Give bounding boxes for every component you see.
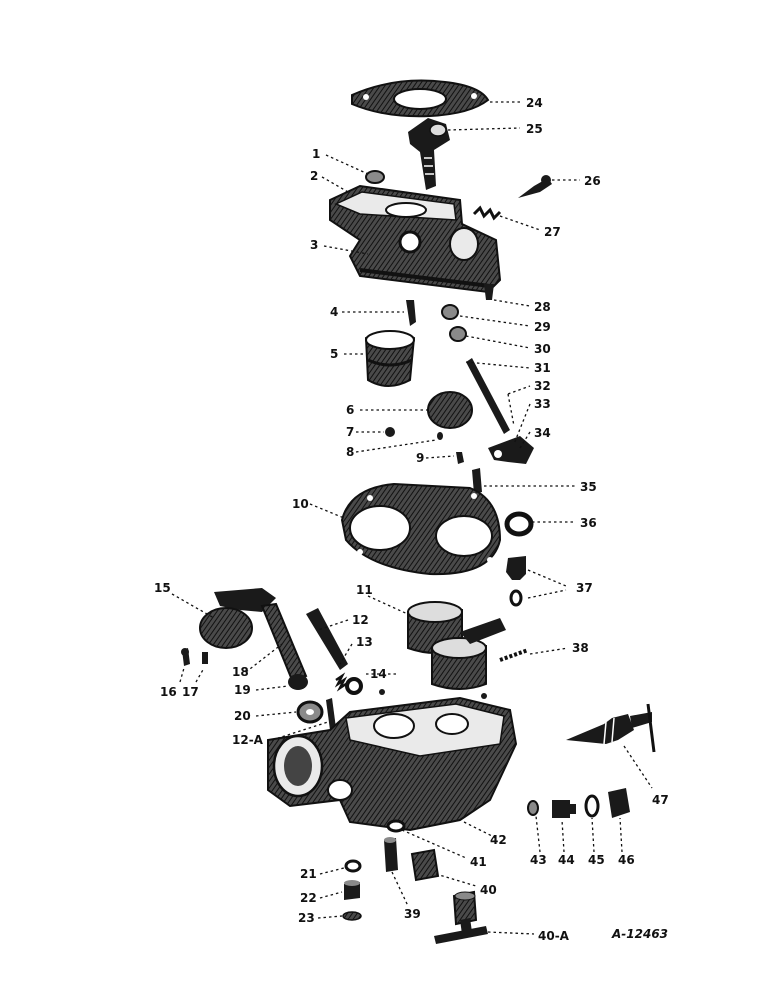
jet-part — [552, 800, 576, 818]
callout-label: 8 — [346, 445, 354, 459]
callout-label: 20 — [234, 709, 251, 723]
washer-part — [527, 800, 539, 816]
callout-label: 10 — [292, 497, 309, 511]
callout-label: 36 — [580, 516, 597, 530]
washer-part — [296, 700, 324, 724]
callout-label: 22 — [300, 891, 317, 905]
idle-needle-part — [518, 175, 552, 198]
callout-label: 18 — [232, 665, 249, 679]
callout-label: 44 — [558, 853, 575, 867]
callout-label: 37 — [576, 581, 593, 595]
callout-label: 40 — [480, 883, 497, 897]
adjusting-needle-part — [566, 703, 656, 753]
callout-label: 1 — [312, 147, 320, 161]
callout-label: 12 — [352, 613, 369, 627]
callout-label: 21 — [300, 867, 317, 881]
drain-cock-part — [434, 890, 488, 944]
callout-label: 12-A — [232, 733, 264, 747]
callout-label: 24 — [526, 96, 543, 110]
float-bowl-body-part — [267, 689, 518, 832]
bowl-gasket-part — [340, 482, 502, 576]
spring-part — [472, 205, 502, 221]
callout-label: 6 — [346, 403, 354, 417]
throttle-plate-part — [427, 391, 473, 429]
callout-label: 15 — [154, 581, 171, 595]
callout-label: 27 — [544, 225, 561, 239]
callout-label: 11 — [356, 583, 373, 597]
callout-label: 16 — [160, 685, 177, 699]
callout-label: 38 — [572, 641, 589, 655]
callout-label: 9 — [416, 451, 424, 465]
pin-part — [406, 300, 416, 326]
callout-label: 30 — [534, 342, 551, 356]
gasket-ring-part — [504, 511, 534, 537]
callout-label: 42 — [490, 833, 507, 847]
leader-lines — [171, 101, 653, 935]
callout-label: 5 — [330, 347, 338, 361]
callout-label: 17 — [182, 685, 199, 699]
screw-part — [472, 468, 482, 494]
gasket-part — [342, 911, 362, 921]
venturi-part — [364, 330, 416, 387]
plug-part — [365, 170, 385, 184]
callout-label: 25 — [526, 122, 543, 136]
callout-label: 43 — [530, 853, 547, 867]
choke-shaft-part — [306, 608, 348, 670]
needle-valve-part — [506, 556, 526, 607]
drain-screw-part — [384, 837, 398, 872]
callout-labels: 24 25 1 2 26 27 3 28 4 29 30 5 31 32 6 3… — [154, 96, 669, 943]
callout-label: 14 — [370, 667, 387, 681]
callout-label: 41 — [470, 855, 487, 869]
callout-label: 4 — [330, 305, 338, 319]
callout-label: 46 — [618, 853, 635, 867]
washer-part — [344, 859, 362, 873]
float-pin-part — [499, 648, 529, 662]
callout-label: 31 — [534, 361, 551, 375]
screw-part — [385, 427, 395, 437]
callout-label: 19 — [234, 683, 251, 697]
callout-label: 33 — [534, 397, 551, 411]
callout-label: 26 — [584, 174, 601, 188]
callout-label: 40-A — [538, 929, 570, 943]
throttle-body-part — [329, 184, 502, 294]
reference-number: A-12463 — [611, 927, 668, 941]
callout-label: 47 — [652, 793, 669, 807]
flange-gasket-part — [351, 79, 490, 118]
callout-label: 7 — [346, 425, 354, 439]
callout-label: 23 — [298, 911, 315, 925]
throttle-shaft-part — [466, 358, 534, 464]
float-part — [407, 601, 506, 690]
callout-label: 28 — [534, 300, 551, 314]
callout-label: 29 — [534, 320, 551, 334]
callout-label: 35 — [580, 480, 597, 494]
callout-label: 34 — [534, 426, 551, 440]
screw-part — [456, 452, 464, 464]
pin-part — [326, 698, 336, 730]
nut-part — [344, 880, 360, 900]
elbow-fitting-part — [408, 118, 450, 190]
callout-label: 39 — [404, 907, 421, 921]
washer-part — [345, 677, 363, 695]
screw-part — [181, 648, 190, 666]
callout-label: 3 — [310, 238, 318, 252]
callout-label: 13 — [356, 635, 373, 649]
callout-label: 45 — [588, 853, 605, 867]
gasket-part — [386, 819, 406, 833]
spring-part — [334, 672, 348, 692]
choke-lever-part — [199, 588, 308, 690]
screw-part — [437, 432, 443, 440]
plug-part — [410, 848, 440, 882]
callout-label: 2 — [310, 169, 318, 183]
callout-label: 32 — [534, 379, 551, 393]
nut-part — [441, 304, 459, 320]
washer-part — [449, 326, 467, 342]
screw-part — [484, 284, 494, 300]
washer-part — [584, 794, 600, 818]
screw-part — [202, 652, 208, 664]
plug-part — [608, 788, 630, 818]
